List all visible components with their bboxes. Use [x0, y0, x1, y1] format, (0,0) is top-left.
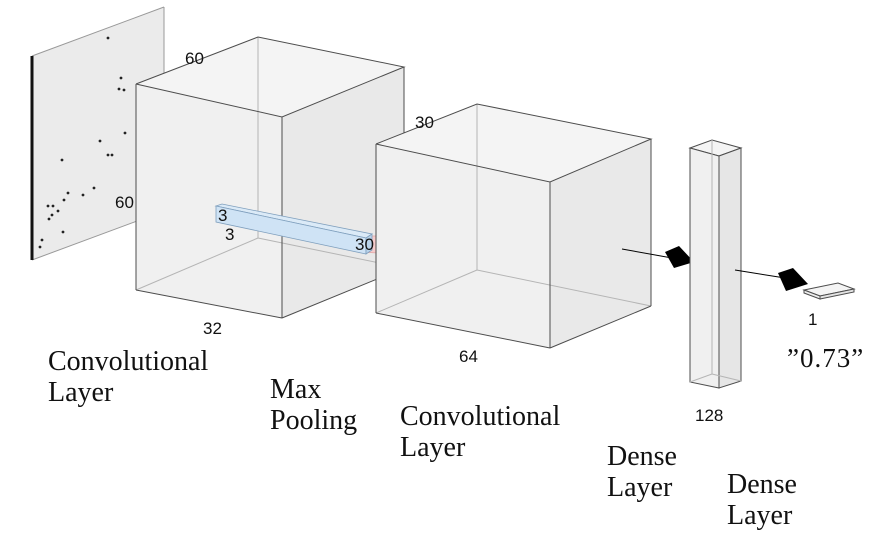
output-value: ”0.73”	[787, 343, 865, 373]
kernel-width-label: 3	[225, 225, 234, 244]
conv2-block	[375, 103, 653, 349]
pool-width-label: 30	[355, 235, 374, 254]
conv2-caption: Convolutional Layer	[400, 401, 560, 463]
pool-caption-line1: Max	[270, 374, 322, 405]
input-pixels	[38, 36, 127, 249]
conv2-caption-line2: Layer	[400, 432, 466, 463]
conv2-caption-line1: Convolutional	[400, 401, 561, 432]
dense1-bar	[688, 139, 743, 389]
conv1-caption: Convolutional Layer	[48, 346, 208, 408]
conv1-caption-line2: Layer	[48, 377, 114, 408]
input-height-label: 60	[185, 49, 204, 68]
dense1-units-label: 128	[695, 406, 723, 425]
dense1-caption: Dense Layer	[607, 441, 677, 503]
conv2-depth-label: 64	[459, 347, 478, 366]
pool-caption-line2: Pooling	[270, 405, 358, 436]
conv1-block	[135, 36, 406, 319]
dense2-caption: Dense Layer	[727, 469, 797, 531]
kernel-height-label: 3	[218, 206, 227, 225]
pool-height-label: 30	[415, 113, 434, 132]
input-width-label: 60	[115, 193, 134, 212]
input-image	[30, 6, 165, 261]
conv1-caption-line1: Convolutional	[48, 346, 209, 377]
dense2-unit	[802, 282, 856, 300]
dense2-units-label: 1	[808, 310, 817, 329]
dense1-caption-line1: Dense	[607, 441, 677, 472]
arrow-conv2-to-dense1	[621, 246, 694, 268]
dense1-caption-line2: Layer	[607, 472, 673, 503]
arrow-dense1-to-dense2	[734, 268, 808, 291]
dense2-caption-line1: Dense	[727, 469, 797, 500]
dense2-caption-line2: Layer	[727, 500, 793, 531]
conv1-depth-label: 32	[203, 319, 222, 338]
pool-caption: Max Pooling	[270, 374, 357, 436]
